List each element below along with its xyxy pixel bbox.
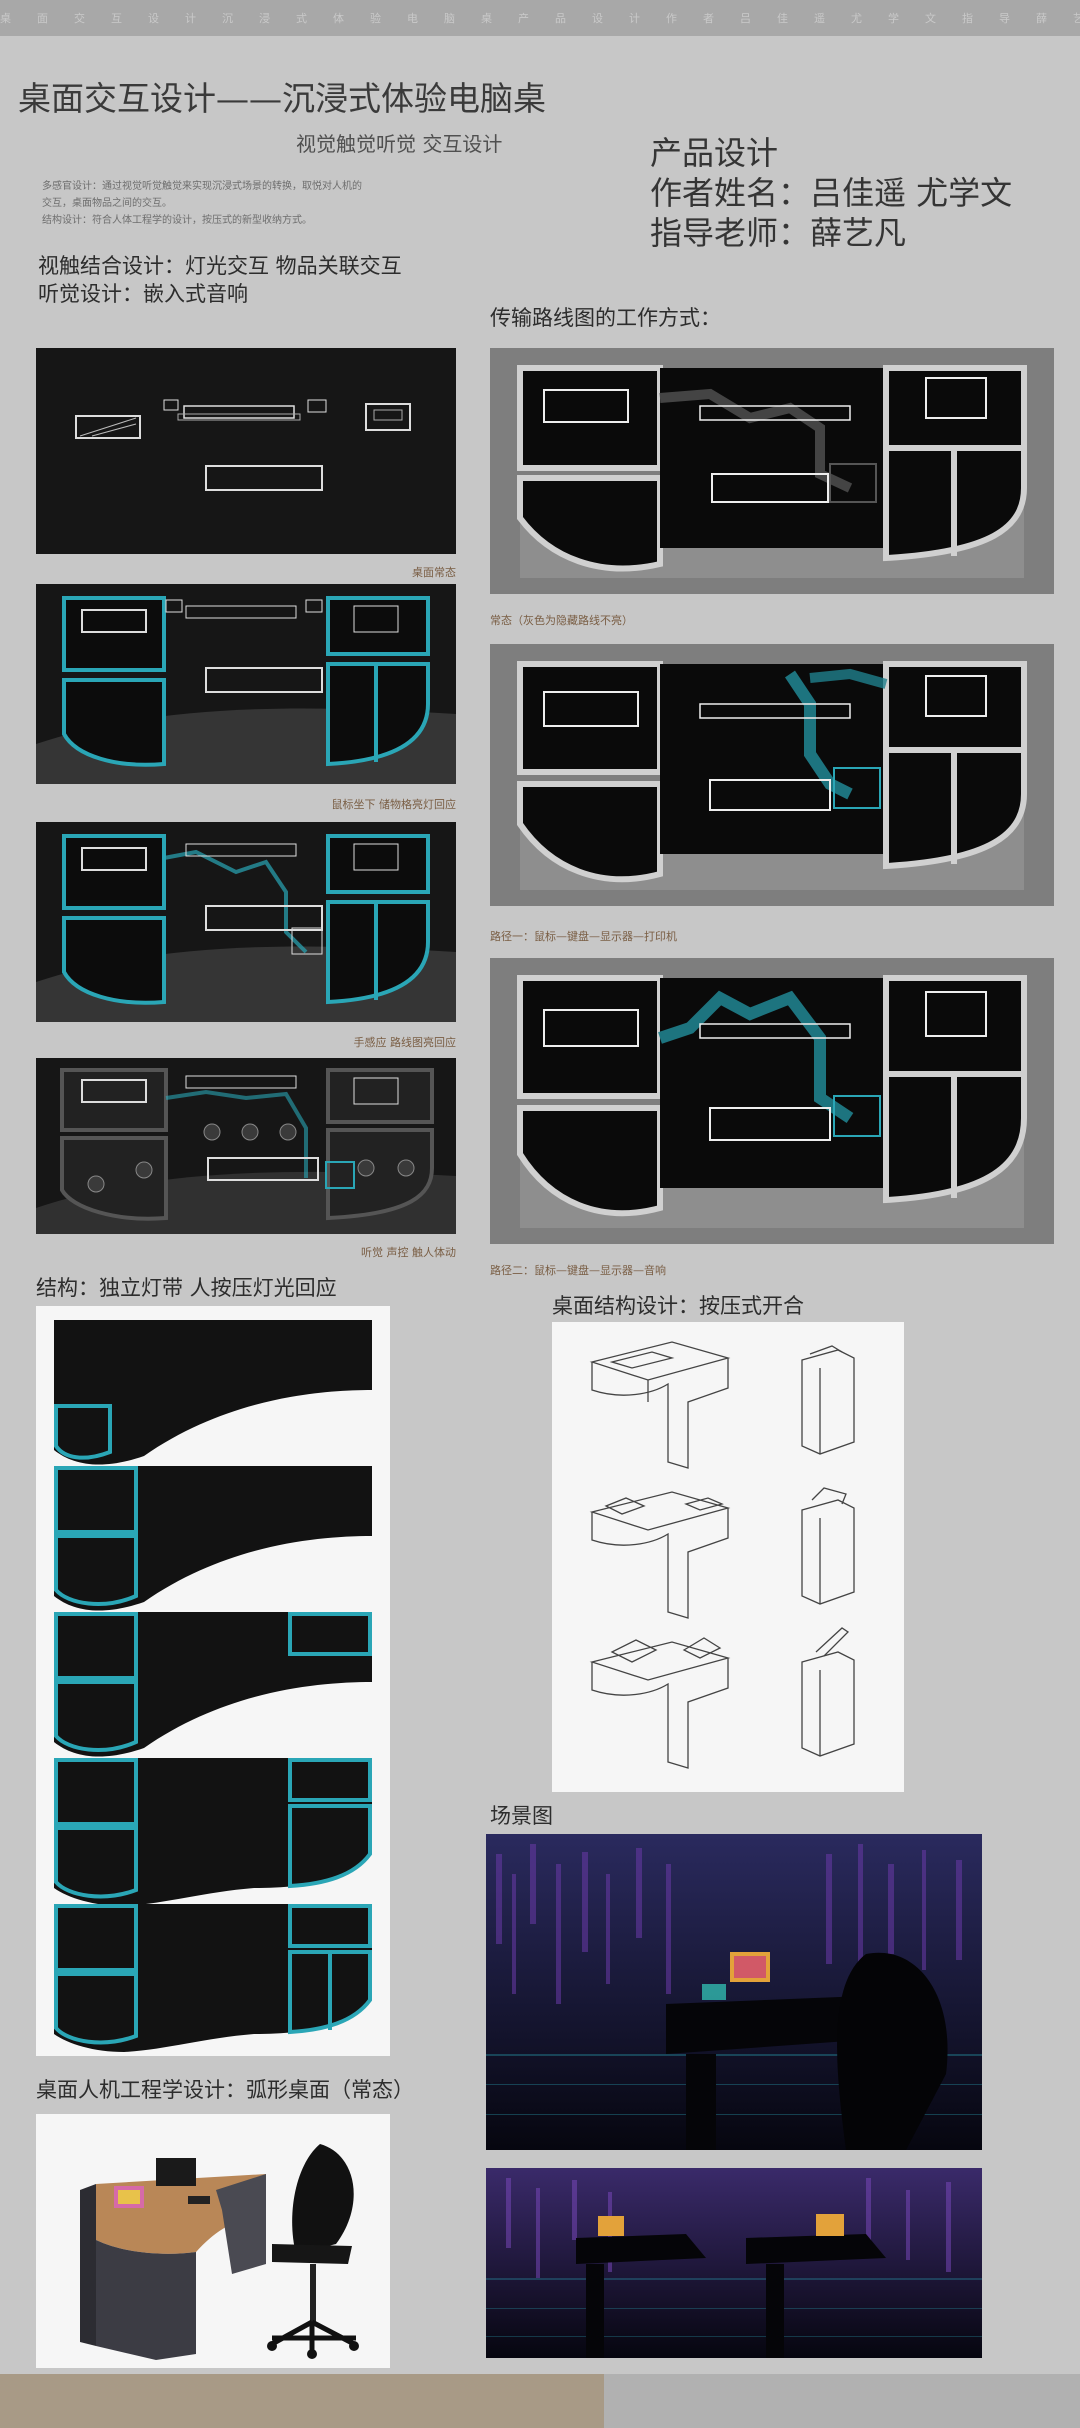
caption-right-3: 路径二：鼠标—键盘—显示器—音响 — [490, 1264, 666, 1277]
desk-sketch-panel — [552, 1322, 904, 1792]
info-authors: 作者姓名：吕佳遥 尤学文 — [650, 174, 1013, 212]
ergonomic-desk-render — [80, 2144, 359, 2360]
description-line: 多感官设计：通过视觉听觉触觉来实现沉浸式场景的转换，取悦对人机的 — [42, 181, 362, 192]
caption-left-3: 手感应 路线图亮回应 — [353, 1036, 457, 1049]
route-diagram-path-one — [517, 661, 1027, 890]
caption-left-1: 桌面常态 — [412, 566, 456, 579]
caption-left-4: 听觉 声控 触人体动 — [361, 1246, 456, 1259]
desk-sketches — [589, 1341, 855, 1769]
section-ergonomics: 桌面人机工程学设计：弧形桌面（常态） — [36, 2078, 414, 2102]
desk-state-panel-hand — [36, 822, 456, 1022]
scene-render-1 — [486, 1834, 982, 2150]
route-diagram-normal — [517, 365, 1027, 578]
desk-speaker-diagram — [36, 1068, 456, 1234]
route-panel-normal — [490, 348, 1054, 594]
description: 多感官设计：通过视觉听觉触觉来实现沉浸式场景的转换，取悦对人机的 交互，桌面物品… — [42, 178, 422, 229]
section-scene: 场景图 — [490, 1804, 553, 1828]
info-advisor: 指导老师：薛艺凡 — [650, 214, 907, 252]
caption-left-2: 鼠标坐下 储物格亮灯回应 — [331, 798, 457, 811]
page-subtitle: 视觉触觉听觉 交互设计 — [296, 132, 503, 156]
scene-render-2 — [486, 2168, 982, 2358]
page-title: 桌面交互设计——沉浸式体验电脑桌 — [18, 79, 546, 118]
desk-route-glow-diagram — [36, 834, 456, 1022]
desk-storage-glow-diagram — [36, 596, 456, 784]
section-desk-structure: 桌面结构设计：按压式开合 — [552, 1294, 804, 1318]
light-strip-diagrams — [54, 1320, 372, 2052]
caption-right-1: 常态（灰色为隐藏路线不亮） — [490, 614, 633, 627]
ergonomic-desk-panel — [36, 2114, 390, 2368]
top-band — [0, 0, 1080, 36]
caption-right-2: 路径一：鼠标—键盘—显示器—打印机 — [490, 930, 677, 943]
scene-image-2 — [486, 2168, 982, 2358]
info-category: 产品设计 — [650, 134, 779, 172]
section-visual-touch: 视触结合设计：灯光交互 物品关联交互 — [38, 254, 402, 278]
section-structure-strip: 结构：独立灯带 人按压灯光回应 — [36, 1276, 337, 1300]
section-audio: 听觉设计：嵌入式音响 — [38, 282, 248, 306]
desk-state-panel-normal — [36, 348, 456, 554]
desk-state-panel-seated — [36, 584, 456, 784]
light-strip-panel — [36, 1306, 390, 2056]
desk-state-panel-audio — [36, 1058, 456, 1234]
section-transmission: 传输路线图的工作方式： — [490, 306, 721, 330]
route-diagram-path-two — [517, 975, 1027, 1228]
desk-items-diagram — [75, 399, 411, 491]
bottom-band-left — [0, 2374, 604, 2428]
description-line: 交互，桌面物品之间的交互。 — [42, 198, 172, 209]
description-line: 结构设计：符合人体工程学的设计，按压式的新型收纳方式。 — [42, 215, 312, 226]
bottom-band-right — [604, 2374, 1080, 2428]
route-panel-path-two — [490, 958, 1054, 1244]
route-panel-path-one — [490, 644, 1054, 906]
scene-image-1 — [486, 1834, 982, 2150]
top-band-text: 桌面交互设计沉浸式体验电脑桌产品设计作者吕佳遥尤学文指导薛艺凡 — [0, 12, 1080, 25]
